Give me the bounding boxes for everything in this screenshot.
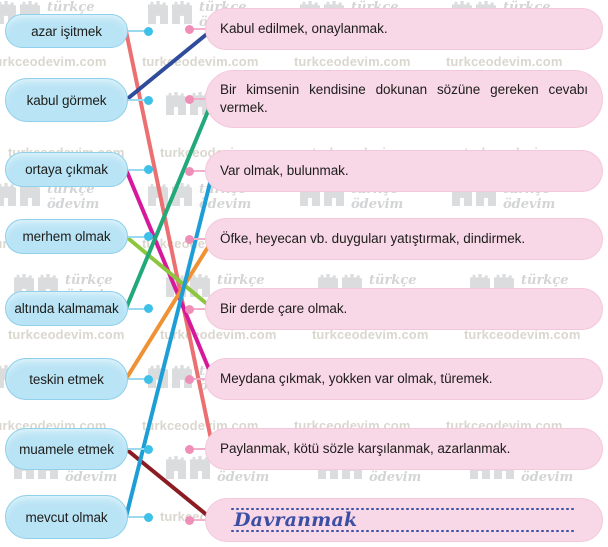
left-connector-dot[interactable] xyxy=(143,374,153,384)
connector-line-altinda-kalmamak-to-bir-kimsenin[interactable] xyxy=(124,97,215,311)
right-item-6-label: Meydana çıkmak, yokken var olmak, türeme… xyxy=(220,371,493,386)
left-item-1[interactable]: azar işitmek xyxy=(5,14,128,48)
connector-line-kabul-gormek-to-kabul-edilmek[interactable] xyxy=(124,27,215,102)
right-item-2[interactable]: Bir kimsenin kendisine dokunan sözüne ge… xyxy=(205,70,603,128)
right-item-1[interactable]: Kabul edilmek, onaylanmak. xyxy=(205,8,603,50)
watermark-url-text: turkceodevim.com xyxy=(0,54,107,69)
left-connector-dot[interactable] xyxy=(143,232,153,241)
watermark-url-text: turkceodevim.com xyxy=(8,327,125,342)
connector-line-muamele-etmek-to-davranmak[interactable] xyxy=(124,447,215,522)
castle-icon xyxy=(166,273,186,297)
right-connector-dot[interactable] xyxy=(184,24,194,34)
left-connector-dot[interactable] xyxy=(143,512,153,522)
castle-icon xyxy=(190,273,210,297)
castle-icon xyxy=(172,0,192,24)
watermark-url-text: turkceodevim.com xyxy=(142,54,259,69)
castle-icon xyxy=(148,182,168,206)
right-item-7[interactable]: Paylanmak, kötü sözle karşılanmak, azarl… xyxy=(205,428,603,470)
left-item-4[interactable]: merhem olmak xyxy=(5,219,128,254)
right-connector-dot[interactable] xyxy=(184,374,194,384)
right-item-4-label: Öfke, heyecan vb. duyguları yatıştırmak,… xyxy=(220,231,526,246)
left-item-3-label: ortaya çıkmak xyxy=(25,162,108,177)
left-item-5-label: altında kalmamak xyxy=(14,301,119,316)
castle-icon xyxy=(166,455,186,479)
right-item-4[interactable]: Öfke, heyecan vb. duyguları yatıştırmak,… xyxy=(205,218,603,260)
right-connector-dot[interactable] xyxy=(184,304,194,314)
left-connector-dot[interactable] xyxy=(143,165,153,174)
connector-line-merhem-olmak-to-bir-derde-care[interactable] xyxy=(124,234,215,311)
connector-line-ortaya-cikmak-to-meydana-cikmak[interactable] xyxy=(124,167,215,381)
left-connector-dot[interactable] xyxy=(143,304,153,313)
right-item-6[interactable]: Meydana çıkmak, yokken var olmak, türeme… xyxy=(205,358,603,400)
right-item-5[interactable]: Bir derde çare olmak. xyxy=(205,288,603,330)
right-item-2-label: Bir kimsenin kendisine dokunan sözüne ge… xyxy=(220,82,588,115)
answer-dotted-line-bottom xyxy=(230,530,576,532)
left-item-8[interactable]: mevcut olmak xyxy=(5,495,128,539)
right-connector-dot[interactable] xyxy=(184,234,194,244)
right-item-8-answer[interactable]: Davranmak xyxy=(205,498,603,542)
castle-icon xyxy=(172,182,192,206)
right-connector-dot[interactable] xyxy=(184,515,194,525)
right-connector-dot[interactable] xyxy=(184,166,194,176)
right-item-1-label: Kabul edilmek, onaylanmak. xyxy=(220,21,388,36)
watermark-url-text: turkceodevim.com xyxy=(446,54,563,69)
connector-line-azar-isitmek-to-paylanmak[interactable] xyxy=(124,29,215,451)
castle-icon xyxy=(0,182,16,206)
right-item-5-label: Bir derde çare olmak. xyxy=(220,301,348,316)
castle-icon xyxy=(148,0,168,24)
left-item-5[interactable]: altında kalmamak xyxy=(5,291,128,326)
right-item-3[interactable]: Var olmak, bulunmak. xyxy=(205,150,603,192)
left-item-2-label: kabul görmek xyxy=(26,92,107,108)
watermark-url-text: turkceodevim.com xyxy=(294,54,411,69)
left-connector-dot[interactable] xyxy=(143,26,153,36)
left-connector-dot[interactable] xyxy=(143,95,153,105)
right-item-3-label: Var olmak, bulunmak. xyxy=(220,163,349,178)
connector-line-mevcut-olmak-to-var-olmak[interactable] xyxy=(124,169,215,519)
left-item-2[interactable]: kabul görmek xyxy=(5,78,128,122)
answer-blank[interactable]: Davranmak xyxy=(220,506,588,534)
left-connector-dot[interactable] xyxy=(143,444,153,454)
left-item-1-label: azar işitmek xyxy=(31,23,102,39)
castle-icon xyxy=(166,91,186,115)
left-item-6[interactable]: teskin etmek xyxy=(5,358,128,400)
right-connector-dot[interactable] xyxy=(184,444,194,454)
left-item-8-label: mevcut olmak xyxy=(25,509,108,525)
answer-text: Davranmak xyxy=(234,509,358,531)
left-item-4-label: merhem olmak xyxy=(22,229,111,244)
right-item-7-label: Paylanmak, kötü sözle karşılanmak, azarl… xyxy=(220,441,511,456)
left-item-7[interactable]: muamele etmek xyxy=(5,428,128,470)
left-item-6-label: teskin etmek xyxy=(29,371,104,387)
left-item-3[interactable]: ortaya çıkmak xyxy=(5,152,128,187)
left-item-7-label: muamele etmek xyxy=(19,441,114,457)
answer-dotted-line-top xyxy=(230,508,576,510)
right-connector-dot[interactable] xyxy=(184,94,194,104)
